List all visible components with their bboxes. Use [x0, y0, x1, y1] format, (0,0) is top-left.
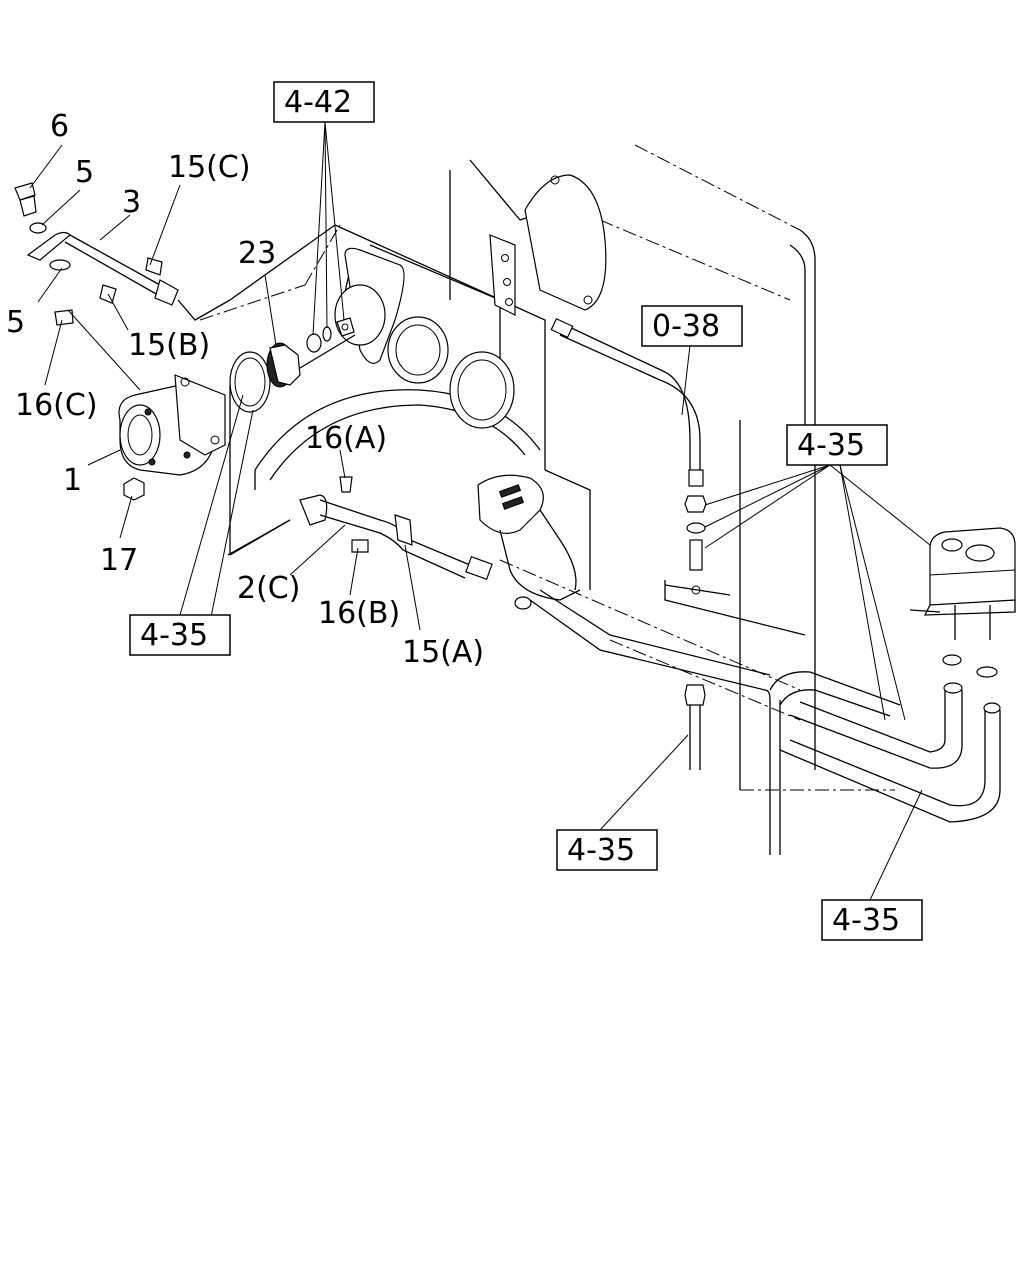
ref-0-38[interactable]: 0-38: [652, 309, 720, 344]
callout-16c: 16(C): [15, 388, 98, 423]
callout-15a: 15(A): [402, 635, 484, 670]
callout-5-top: 5: [75, 155, 94, 190]
gear-fasteners: [306, 317, 355, 353]
gear: [266, 334, 356, 388]
callout-5-bottom: 5: [6, 305, 25, 340]
callout-6: 6: [50, 109, 69, 144]
callout-15b: 15(B): [128, 328, 210, 363]
ref-4-42[interactable]: 4-42: [284, 85, 352, 120]
callout-16a: 16(A): [305, 421, 387, 456]
ref-4-35-hose[interactable]: 4-35: [832, 903, 900, 938]
ref-4-35-reservoir[interactable]: 4-35: [797, 428, 865, 463]
oil-pipe: [550, 317, 731, 596]
hoses: [529, 589, 1001, 855]
outlet-pipe: [227, 474, 581, 610]
callout-1: 1: [63, 463, 82, 498]
timing-cover: [334, 247, 515, 429]
reservoir-tank: [909, 527, 1016, 678]
reference-boxes: 4-42 0-38 4-35 4-35 4-35 4-35: [129, 81, 923, 941]
o-ring-inner: [234, 357, 266, 407]
ref-4-35-oring[interactable]: 4-35: [140, 618, 208, 653]
ref-4-35-pipe[interactable]: 4-35: [567, 833, 635, 868]
callout-16b: 16(B): [318, 596, 400, 631]
oil-feed-pipe: [14, 182, 231, 326]
callout-15c: 15(C): [168, 150, 251, 185]
callout-2c: 2(C): [237, 571, 300, 606]
callout-3: 3: [122, 185, 141, 220]
leader-lines: [29, 121, 931, 901]
callout-23: 23: [238, 236, 276, 271]
nut-17: [123, 477, 145, 501]
callout-17: 17: [100, 543, 138, 578]
mounting-bracket: [489, 174, 607, 316]
part-callouts: 6 5 15(C) 3 5 15(B) 16(C) 1 17 23 16(A) …: [6, 109, 484, 670]
vacuum-pump: [118, 374, 226, 476]
o-ring: [229, 351, 271, 413]
water-pipe-2c: [299, 476, 493, 581]
